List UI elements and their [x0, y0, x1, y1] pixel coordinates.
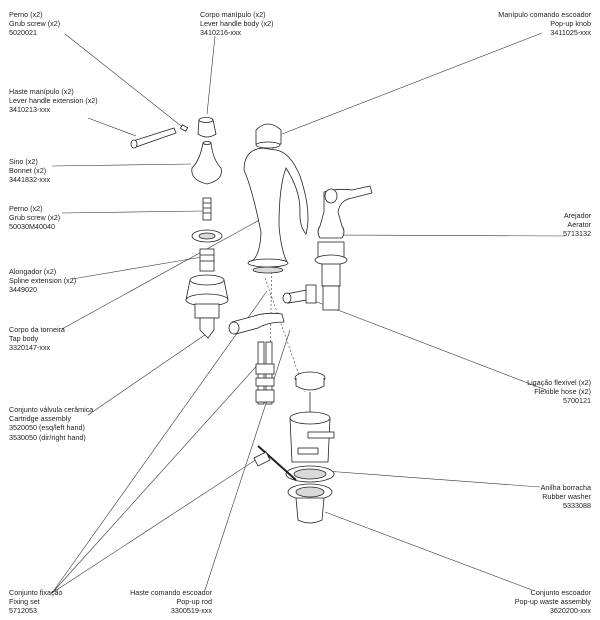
bonnet-part [191, 142, 222, 185]
label-sino: Sino (x2)Bonnet (x2)3441832-xxx [9, 157, 51, 185]
leader-corpo-torneira [61, 217, 264, 330]
grub-screw-top-part [179, 124, 189, 132]
pop-up-knob-part [255, 123, 282, 145]
leader-anilha-borracha [311, 469, 541, 488]
pop-up-waste-body [289, 417, 331, 463]
bonnet-top [202, 141, 212, 145]
lever-extension-part [132, 127, 177, 148]
label-alongador: Alongador (x2)Spline extension (x2)34490… [9, 267, 77, 295]
leader-arejador [325, 234, 566, 237]
lever-extension-end [130, 139, 138, 149]
label-perno-mid: Perno (x2)Grub screw (x2)50030M40040 [9, 204, 61, 232]
label-perno-top: Perno (x2)Grub screw (x2)5020021 [9, 10, 61, 38]
axis-dashed-2 [264, 277, 306, 393]
lever-handle-body-part [197, 119, 217, 138]
leader-manipulo-escoador [281, 32, 543, 135]
grub-screw-mid-part [202, 197, 212, 221]
spline-extension-part [199, 248, 215, 272]
parts [130, 117, 373, 524]
leader-corpo-manipulo [206, 35, 216, 115]
label-corpo-manipulo: Corpo manípulo (x2)Lever handle body (x2… [200, 10, 274, 38]
label-haste-manipulo: Haste manípulo (x2)Lever handle extensio… [9, 87, 98, 115]
leader-conjunto-valvula [87, 329, 213, 416]
leader-fixacao-1 [51, 290, 268, 594]
lever-handle-cap [198, 117, 214, 123]
tap-body-spout-part [243, 147, 309, 263]
leader-haste-escoador [204, 329, 291, 591]
pop-up-rod-part [257, 445, 297, 481]
leader-ligacao-flexivel [303, 296, 547, 391]
leader-fixacao-2 [51, 359, 263, 594]
leader-haste-manipulo [87, 117, 137, 137]
leader-conjunto-escoador [324, 511, 533, 591]
left-hose-part [231, 312, 285, 335]
leader-sino [51, 163, 192, 167]
leader-perno-mid [61, 210, 204, 214]
leader-perno-top [64, 33, 186, 130]
leader-fixacao-3 [51, 458, 258, 594]
leader-alongador [71, 256, 203, 280]
label-ligacao-flexivel: Ligação flexível (x2)Flexible hose (x2)5… [527, 378, 591, 406]
